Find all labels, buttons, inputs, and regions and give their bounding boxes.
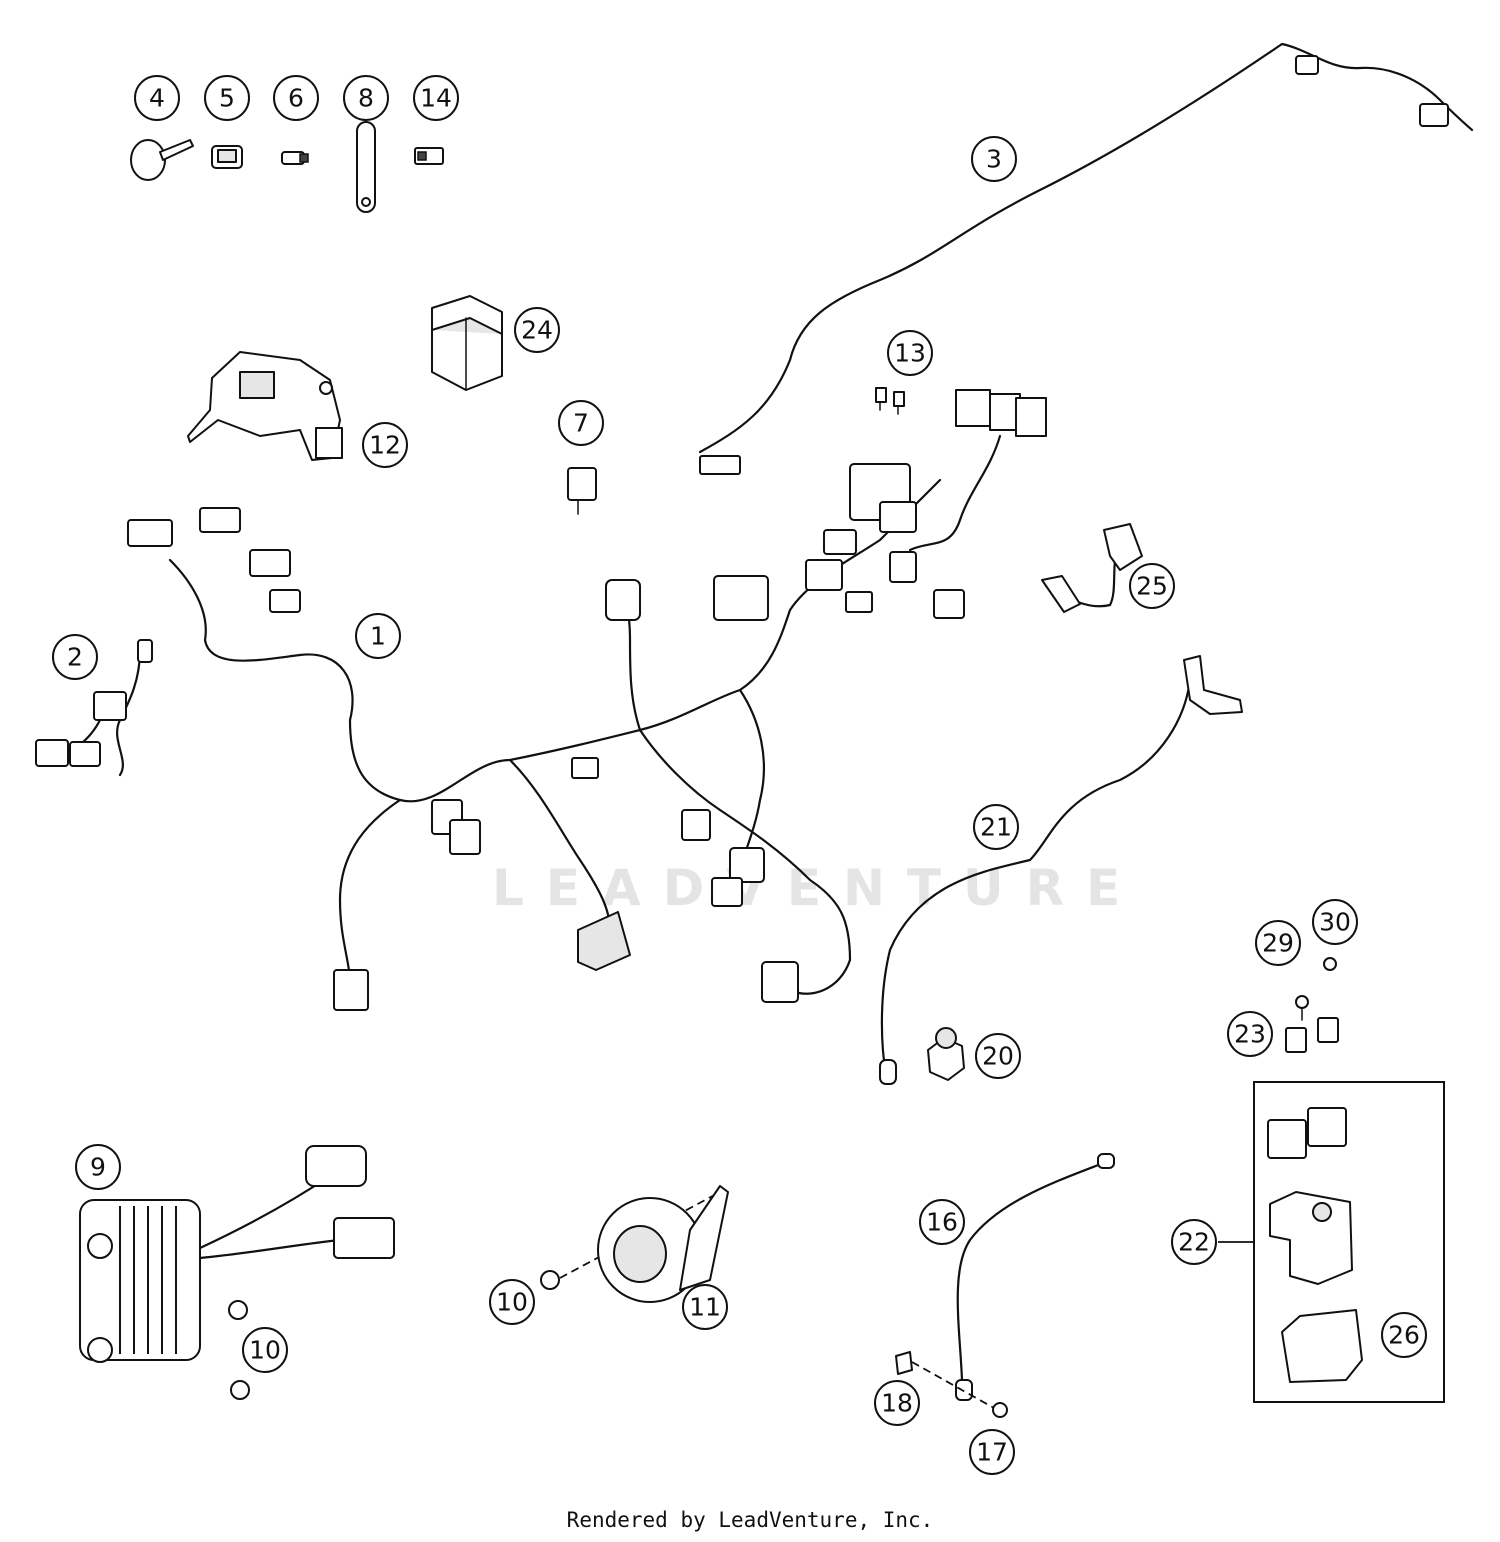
nut-part[interactable] xyxy=(927,1027,965,1081)
sub-harness-part[interactable] xyxy=(35,639,153,777)
svg-text:9: 9 xyxy=(90,1153,106,1182)
bracket-strap-part[interactable] xyxy=(356,121,376,213)
svg-text:5: 5 xyxy=(219,84,235,113)
callout-11: 11 xyxy=(682,1284,728,1330)
callout-5: 5 xyxy=(204,75,250,121)
svg-text:1: 1 xyxy=(370,622,386,651)
callout-26: 26 xyxy=(1381,1312,1427,1358)
fuse-holder-bracket-part[interactable] xyxy=(187,351,343,461)
callout-9: 9 xyxy=(75,1144,121,1190)
svg-text:23: 23 xyxy=(1234,1020,1266,1049)
starter-relay-part[interactable] xyxy=(1269,1191,1353,1285)
callout-8: 8 xyxy=(343,75,389,121)
callout-1: 1 xyxy=(355,613,401,659)
screw-30-part[interactable] xyxy=(1323,957,1337,971)
horn-part[interactable] xyxy=(597,1185,729,1303)
watermark: LEADVENTURE xyxy=(492,859,1142,917)
callout-4: 4 xyxy=(134,75,180,121)
callout-14: 14 xyxy=(413,75,459,121)
bulb-part[interactable] xyxy=(281,151,309,165)
battery-cable-part[interactable] xyxy=(955,1153,1115,1401)
connector-plug-part[interactable] xyxy=(414,147,444,165)
fuses-part[interactable] xyxy=(1285,1017,1339,1053)
svg-text:29: 29 xyxy=(1262,929,1294,958)
callout-22: 22 xyxy=(1171,1219,1254,1265)
bolt-10-upper-part[interactable] xyxy=(228,1300,248,1320)
svg-text:4: 4 xyxy=(149,84,165,113)
svg-text:20: 20 xyxy=(982,1042,1014,1071)
svg-text:14: 14 xyxy=(420,84,452,113)
bolt-18-part[interactable] xyxy=(895,1351,995,1409)
svg-text:10: 10 xyxy=(249,1336,281,1365)
relay-cap-part[interactable] xyxy=(1281,1309,1363,1383)
svg-text:2: 2 xyxy=(67,643,83,672)
callout-30: 30 xyxy=(1312,899,1358,945)
svg-text:13: 13 xyxy=(894,339,926,368)
callout-23: 23 xyxy=(1227,1011,1273,1057)
callout-12: 12 xyxy=(362,422,408,468)
callout-24: 24 xyxy=(514,307,560,353)
callout-7: 7 xyxy=(558,400,604,446)
callout-18: 18 xyxy=(874,1380,920,1426)
svg-text:16: 16 xyxy=(926,1208,958,1237)
svg-text:24: 24 xyxy=(521,316,553,345)
svg-text:6: 6 xyxy=(288,84,304,113)
callout-20: 20 xyxy=(975,1033,1021,1079)
callout-2: 2 xyxy=(52,634,98,680)
relay-part[interactable] xyxy=(567,467,597,515)
long-ground-cable-part[interactable] xyxy=(879,655,1243,1085)
svg-text:26: 26 xyxy=(1388,1321,1420,1350)
short-cable-part[interactable] xyxy=(1041,523,1143,613)
svg-text:12: 12 xyxy=(369,431,401,460)
svg-text:8: 8 xyxy=(358,84,374,113)
bolt-10-horn-part[interactable] xyxy=(540,1191,721,1290)
relay-cover-part[interactable] xyxy=(431,295,503,391)
svg-text:22: 22 xyxy=(1178,1228,1210,1257)
svg-text:3: 3 xyxy=(986,145,1002,174)
rear-harness-part[interactable] xyxy=(698,42,1474,475)
callout-10-regulator: 10 xyxy=(242,1327,288,1373)
callout-25: 25 xyxy=(1129,563,1175,609)
render-credit-caption: Rendered by LeadVenture, Inc. xyxy=(566,1508,934,1532)
svg-text:25: 25 xyxy=(1136,572,1168,601)
socket-block-part[interactable] xyxy=(908,389,1047,552)
callout-29: 29 xyxy=(1255,920,1301,966)
main-harness-part[interactable] xyxy=(127,463,965,1011)
callout-21: 21 xyxy=(973,804,1019,850)
mini-fuses-part[interactable] xyxy=(875,387,905,415)
svg-text:18: 18 xyxy=(881,1389,913,1418)
callout-10-horn: 10 xyxy=(489,1279,535,1325)
callout-6: 6 xyxy=(273,75,319,121)
bolt-10-lower-part[interactable] xyxy=(230,1380,250,1400)
screw-29-part[interactable] xyxy=(1295,995,1309,1021)
svg-text:10: 10 xyxy=(496,1288,528,1317)
svg-text:17: 17 xyxy=(976,1438,1008,1467)
cable-tie-part[interactable] xyxy=(130,139,194,181)
svg-text:21: 21 xyxy=(980,813,1012,842)
callout-13: 13 xyxy=(887,330,933,376)
svg-text:30: 30 xyxy=(1319,908,1351,937)
washer-17-part[interactable] xyxy=(992,1402,1008,1418)
callout-16: 16 xyxy=(919,1199,965,1245)
svg-text:7: 7 xyxy=(573,409,589,438)
svg-text:11: 11 xyxy=(689,1293,721,1322)
callout-17: 17 xyxy=(969,1429,1015,1475)
starter-relay-fuses-part[interactable] xyxy=(1267,1107,1347,1159)
voltage-regulator-part[interactable] xyxy=(79,1145,395,1363)
cable-clip-part[interactable] xyxy=(211,145,243,169)
callout-3: 3 xyxy=(971,136,1017,182)
